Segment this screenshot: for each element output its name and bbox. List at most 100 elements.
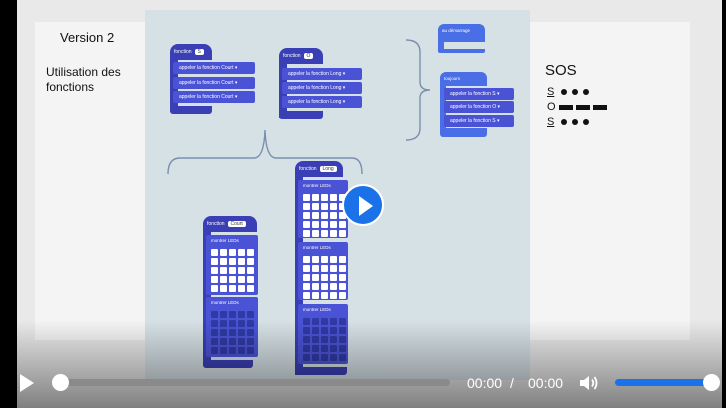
led-off bbox=[339, 318, 346, 325]
led-on bbox=[321, 203, 328, 210]
led-off bbox=[211, 329, 218, 336]
led-on bbox=[303, 292, 310, 299]
led-on bbox=[303, 265, 310, 272]
led-off bbox=[312, 345, 319, 352]
led-on bbox=[330, 274, 337, 281]
led-off bbox=[229, 347, 236, 354]
led-off bbox=[238, 311, 245, 318]
led-off bbox=[211, 338, 218, 345]
morse-dot bbox=[572, 89, 578, 95]
morse-dot bbox=[572, 119, 578, 125]
led-on bbox=[321, 221, 328, 228]
led-on bbox=[211, 285, 218, 292]
volume-thumb[interactable] bbox=[703, 374, 720, 391]
led-off bbox=[339, 354, 346, 361]
led-on bbox=[312, 194, 319, 201]
led-on bbox=[321, 292, 328, 299]
led-on bbox=[211, 276, 218, 283]
volume-slider[interactable] bbox=[615, 379, 715, 386]
morse-dot bbox=[561, 119, 567, 125]
show-leds-block: montrer LEDs bbox=[206, 235, 258, 295]
led-on bbox=[229, 285, 236, 292]
led-on bbox=[321, 274, 328, 281]
morse-line-s2: S bbox=[547, 116, 589, 128]
led-on bbox=[321, 212, 328, 219]
progress-bar[interactable] bbox=[60, 379, 450, 386]
led-off bbox=[247, 338, 254, 345]
led-on bbox=[303, 230, 310, 237]
led-on bbox=[312, 265, 319, 272]
volume-button[interactable] bbox=[578, 373, 600, 393]
led-on bbox=[303, 203, 310, 210]
call-row: appeler la fonction S ▾ bbox=[444, 88, 514, 100]
call-row: appeler la fonction S ▾ bbox=[444, 115, 514, 127]
led-grid bbox=[303, 318, 346, 361]
led-off bbox=[238, 320, 245, 327]
play-button[interactable] bbox=[18, 372, 38, 394]
morse-dot bbox=[583, 89, 589, 95]
led-on bbox=[330, 230, 337, 237]
show-leds-block: montrer LEDs bbox=[298, 180, 348, 238]
led-off bbox=[339, 336, 346, 343]
led-off bbox=[247, 320, 254, 327]
function-name: O bbox=[303, 53, 314, 59]
led-off bbox=[312, 354, 319, 361]
led-off bbox=[321, 336, 328, 343]
led-on bbox=[330, 203, 337, 210]
show-leds-label: montrer LEDs bbox=[303, 245, 331, 250]
function-keyword: fonction bbox=[174, 49, 192, 55]
led-on bbox=[247, 285, 254, 292]
led-off bbox=[321, 354, 328, 361]
led-grid bbox=[211, 311, 254, 354]
show-leds-block: montrer LEDs bbox=[206, 297, 258, 357]
show-leds-block: montrer LEDs bbox=[298, 304, 348, 364]
led-on bbox=[339, 221, 346, 228]
led-on bbox=[220, 276, 227, 283]
led-on bbox=[247, 276, 254, 283]
led-on bbox=[312, 230, 319, 237]
led-on bbox=[312, 283, 319, 290]
led-on bbox=[303, 194, 310, 201]
control-bar bbox=[0, 320, 726, 408]
play-icon bbox=[359, 196, 373, 216]
led-off bbox=[312, 327, 319, 334]
morse-dash bbox=[576, 104, 590, 110]
morse-dot bbox=[561, 89, 567, 95]
led-on bbox=[312, 212, 319, 219]
led-on bbox=[238, 267, 245, 274]
call-row: appeler la fonction Long ▾ bbox=[282, 96, 362, 108]
progress-thumb[interactable] bbox=[52, 374, 69, 391]
led-on bbox=[220, 249, 227, 256]
led-off bbox=[211, 320, 218, 327]
led-on bbox=[303, 256, 310, 263]
led-off bbox=[247, 311, 254, 318]
call-row: appeler la fonction Court ▾ bbox=[173, 91, 255, 103]
led-off bbox=[229, 329, 236, 336]
led-on bbox=[247, 249, 254, 256]
call-row: appeler la fonction Long ▾ bbox=[282, 68, 362, 80]
led-off bbox=[303, 336, 310, 343]
big-play-button[interactable] bbox=[342, 184, 384, 226]
led-on bbox=[220, 285, 227, 292]
led-off bbox=[330, 354, 337, 361]
right-brace bbox=[405, 39, 431, 141]
led-on bbox=[303, 221, 310, 228]
led-off bbox=[330, 345, 337, 352]
led-grid bbox=[303, 194, 346, 237]
led-on bbox=[312, 221, 319, 228]
led-on bbox=[330, 194, 337, 201]
sos-title: SOS bbox=[545, 62, 577, 79]
led-on bbox=[238, 276, 245, 283]
led-off bbox=[229, 338, 236, 345]
led-on bbox=[229, 267, 236, 274]
bottom-brace bbox=[167, 129, 363, 175]
current-time: 00:00 bbox=[467, 375, 503, 391]
morse-letter: S bbox=[547, 86, 555, 98]
version-title: Version 2 bbox=[60, 30, 115, 45]
led-on bbox=[330, 256, 337, 263]
call-row: appeler la fonction O ▾ bbox=[444, 101, 514, 113]
led-off bbox=[220, 320, 227, 327]
